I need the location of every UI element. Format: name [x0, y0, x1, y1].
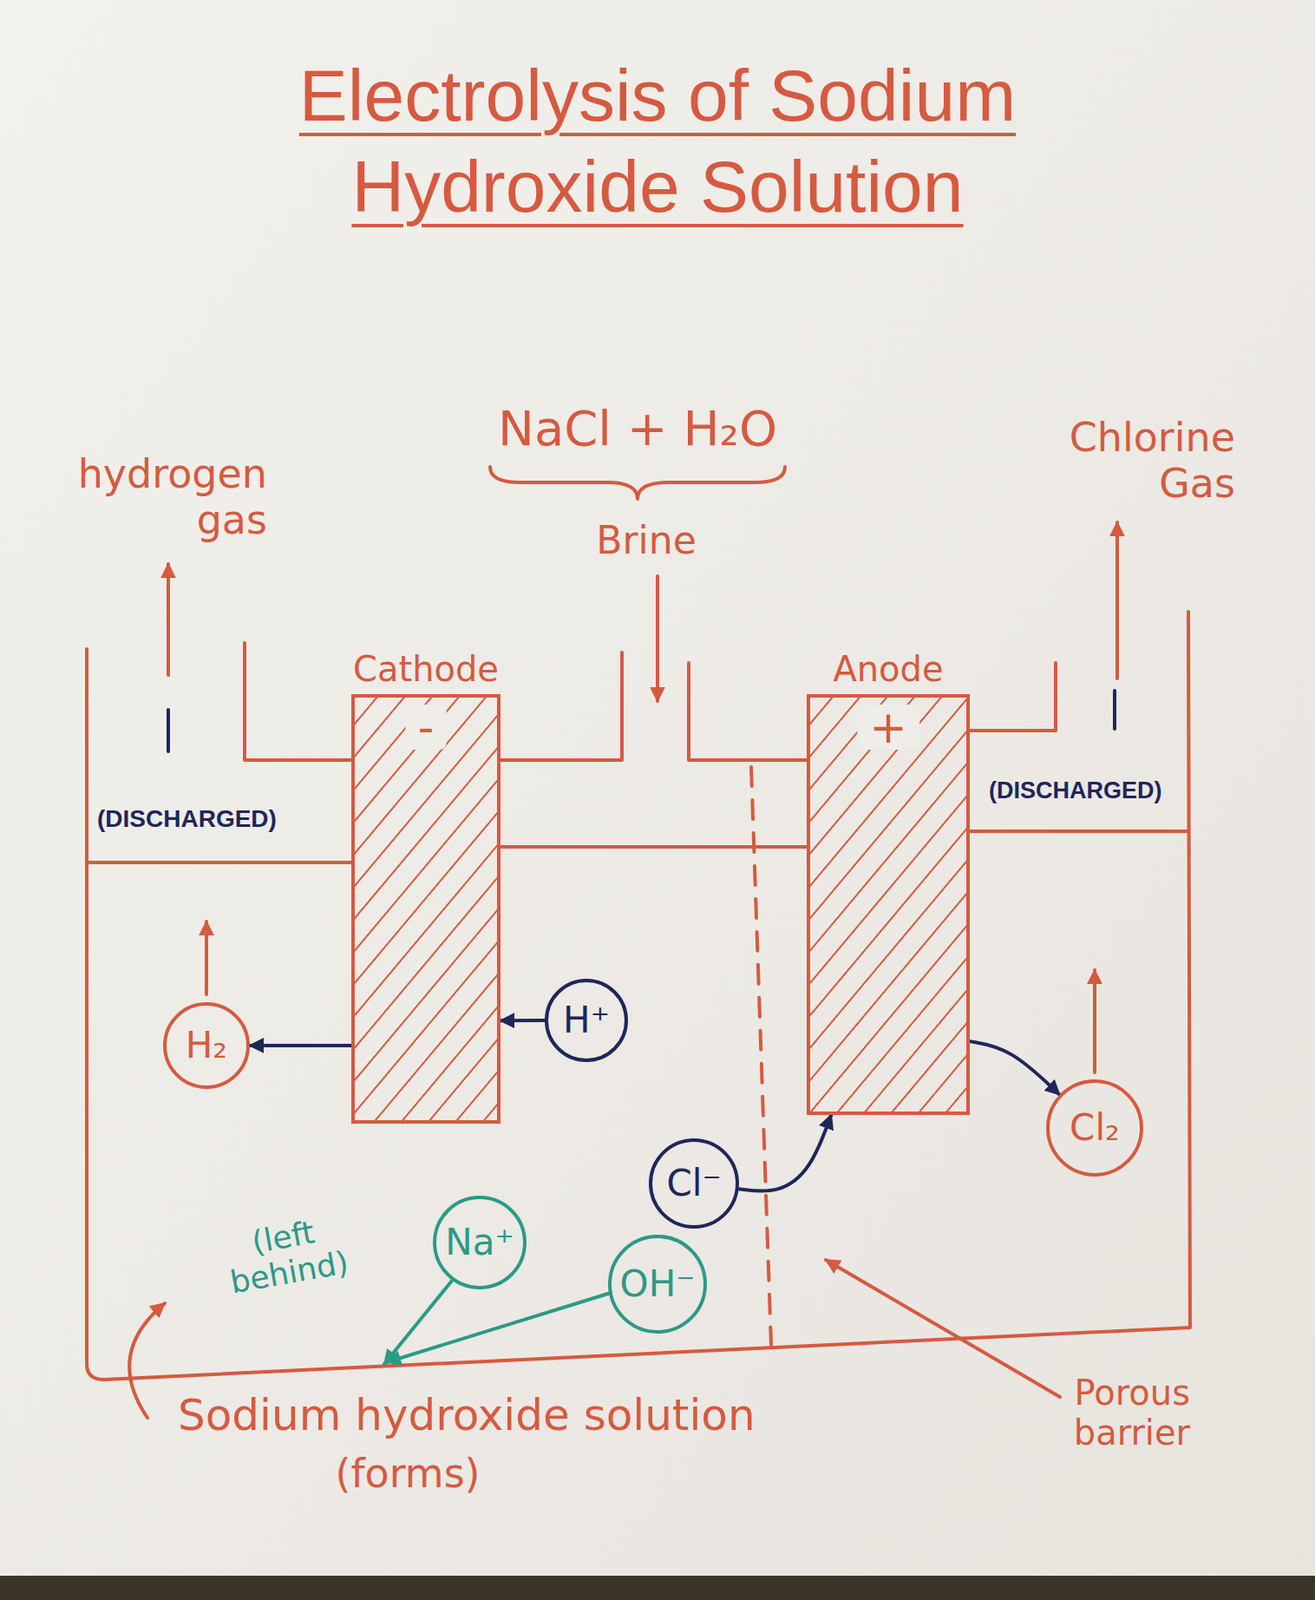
bubble-arrow: [1092, 969, 1097, 1073]
electrode-name: Cathode: [353, 648, 499, 689]
ion-formula: H⁺: [562, 1001, 610, 1039]
note: (DISCHARGED): [97, 804, 341, 833]
note: (DISCHARGED): [988, 777, 1185, 805]
tank-outline: [86, 611, 1191, 1380]
note: (forms): [303, 1450, 512, 1497]
cell-lid: [500, 652, 622, 760]
bubble-arrow: [204, 921, 209, 995]
ion-circle: OH⁻: [608, 1234, 708, 1335]
liquid-level: [86, 860, 352, 864]
discharge-mark: [1112, 690, 1117, 729]
gas-out-arrow: [166, 563, 171, 675]
brace: [490, 466, 786, 499]
liquid-level: [969, 829, 1189, 833]
ion-formula: H₂: [185, 1027, 228, 1064]
reaction-arrow: [500, 1018, 545, 1022]
porous-barrier-line: [751, 766, 772, 1345]
input-label: Brine: [559, 518, 733, 563]
leader-arrow: [129, 1302, 165, 1418]
liquid-level: [500, 844, 807, 849]
electrode-body: [808, 695, 969, 1113]
electrode-hatching: [351, 693, 501, 1124]
title: Electrolysis of Sodium Hydroxide Solutio…: [158, 50, 1157, 233]
product-label: Sodium hydroxide solution: [177, 1390, 838, 1441]
ion-circle: Na⁺: [432, 1195, 527, 1289]
product-label: Chlorine Gas: [994, 414, 1236, 507]
product-label: hydrogen gas: [31, 451, 268, 544]
ion-formula: Cl₂: [1069, 1109, 1120, 1146]
cell-lid: [244, 642, 352, 760]
ion-formula: Cl⁻: [666, 1164, 721, 1202]
electrode: Cathode-: [351, 693, 501, 1124]
electrode-body: [353, 695, 499, 1122]
reaction-arrow: [249, 1043, 352, 1047]
ion-formula: OH⁻: [620, 1265, 696, 1302]
leader-arrow: [386, 1292, 611, 1362]
brine-in-arrow: [655, 575, 660, 701]
reaction-arrow: [969, 1040, 1060, 1094]
ion-formula: Na⁺: [444, 1223, 514, 1261]
gas-out-arrow: [1115, 522, 1119, 679]
electrode: Anode+: [806, 693, 970, 1115]
ion-circle: H⁺: [544, 978, 629, 1062]
cell-lid: [969, 662, 1056, 731]
ion-circle: Cl₂: [1046, 1079, 1144, 1177]
formula: NaCl + H₂O: [455, 400, 820, 457]
ion-circle: Cl⁻: [648, 1138, 740, 1229]
polarity-sign: +: [857, 704, 920, 750]
board-tray: [0, 1575, 1315, 1600]
part-label: Porous barrier: [988, 1372, 1191, 1453]
reaction-arrow: [739, 1114, 832, 1191]
polarity-sign: -: [405, 704, 447, 750]
leader-arrow: [825, 1259, 1060, 1397]
discharge-mark: [166, 709, 171, 752]
cell-lid: [688, 662, 807, 760]
electrode-name: Anode: [832, 648, 943, 689]
electrode-hatching: [806, 693, 970, 1115]
ion-circle: H₂: [163, 1001, 250, 1089]
